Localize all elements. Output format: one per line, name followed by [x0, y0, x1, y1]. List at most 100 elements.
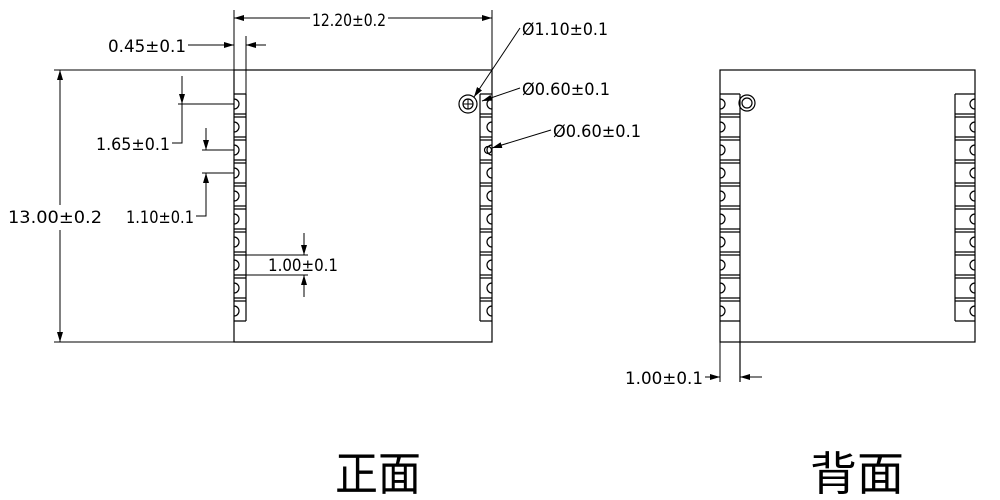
pad-outline [955, 162, 975, 184]
pad-outline [234, 208, 246, 230]
overall-height-label: 13.00±0.2 [8, 208, 102, 228]
castellated-pad [480, 254, 493, 276]
castellated-pad [233, 277, 246, 299]
half-hole-notch [486, 236, 493, 248]
half-hole-notch [969, 144, 976, 156]
pad-outline [234, 231, 246, 253]
pad-outline [720, 162, 740, 184]
pad-outline [955, 300, 975, 322]
front-left-pad-column [233, 93, 246, 322]
half-hole-notch [969, 213, 976, 225]
back-right-pad-column [955, 93, 976, 322]
castellated-pad [480, 93, 493, 115]
pad-depth-label: 1.00±0.1 [625, 369, 703, 389]
castellated-pad [719, 208, 740, 230]
back-view-label: 背面 [810, 447, 904, 500]
pitch-leader-line [196, 173, 209, 217]
pad-outline [234, 162, 246, 184]
pad-outline [720, 277, 740, 299]
half-hole-notch [969, 167, 976, 179]
castellated-pad [955, 116, 976, 138]
castellated-pad [719, 254, 740, 276]
pad-outline [955, 185, 975, 207]
half-hole-notch [233, 236, 240, 248]
half-hole-notch [233, 305, 240, 317]
castellated-pad [719, 300, 740, 322]
front-view-label: 正面 [335, 447, 421, 500]
half-hole-notch [233, 121, 240, 133]
half-hole-notch [969, 259, 976, 271]
pad-outline [955, 254, 975, 276]
pad-outline [480, 93, 492, 115]
castellated-pad [480, 185, 493, 207]
castellated-pad [719, 93, 740, 115]
castellated-pad [719, 231, 740, 253]
half-hole-notch [233, 190, 240, 202]
front-view: 12.20±0.2 13.00±0.2 0.45±0.1 1.65±0.1 1.… [8, 10, 641, 500]
pad-outline [720, 185, 740, 207]
half-hole-notch [233, 213, 240, 225]
half-hole-notch [486, 282, 493, 294]
castellated-pad [480, 300, 493, 322]
castellated-pad [955, 139, 976, 161]
pad-outline [480, 185, 492, 207]
half-hole-notch [969, 236, 976, 248]
back-left-pad-column [719, 93, 740, 322]
first-pad-leader-line [172, 104, 183, 144]
half-hole-notch [486, 144, 493, 156]
pad-outline [234, 185, 246, 207]
half-hole-notch [486, 213, 493, 225]
castellated-pad [719, 162, 740, 184]
pad-outline [480, 116, 492, 138]
half-hole-notch [719, 190, 726, 202]
castellated-pad [719, 116, 740, 138]
castellated-pad [955, 185, 976, 207]
pad-outline [234, 254, 246, 276]
half-hole-notch [486, 167, 493, 179]
pad-outline [955, 231, 975, 253]
pad-outline [720, 93, 740, 115]
pad-outline [720, 116, 740, 138]
half-hole-notch [486, 259, 493, 271]
pad-outline [720, 231, 740, 253]
pad-outline [955, 116, 975, 138]
pad-outline [480, 139, 492, 161]
castellated-pad [955, 231, 976, 253]
pad-outline [720, 208, 740, 230]
small-hole-a-leader-line [481, 87, 521, 102]
pad-width-label: 1.00±0.1 [268, 256, 338, 276]
half-hole-notch [233, 259, 240, 271]
pad-outline [480, 231, 492, 253]
pad-outline [955, 139, 975, 161]
castellated-pad [955, 208, 976, 230]
front-board-outline [233, 69, 493, 343]
castellated-pad [233, 208, 246, 230]
back-hole-symbol [738, 94, 756, 112]
half-hole-notch [719, 167, 726, 179]
castellated-pad [480, 116, 493, 138]
back-hole-inner-circle [741, 97, 753, 109]
castellated-pad [233, 162, 246, 184]
castellated-pad [480, 231, 493, 253]
front-right-pad-column [480, 93, 493, 322]
half-hole-notch [719, 98, 726, 110]
castellated-pad [233, 185, 246, 207]
pad-outline [480, 162, 492, 184]
half-hole-notch [719, 236, 726, 248]
castellated-pad [480, 277, 493, 299]
back-hole-outer-circle [738, 94, 756, 112]
half-hole-notch [719, 282, 726, 294]
large-hole-diameter-label: Ø1.10±0.1 [522, 20, 608, 40]
pad-outline [234, 93, 246, 115]
castellated-pad [719, 185, 740, 207]
half-hole-notch [233, 167, 240, 179]
half-hole-notch [969, 121, 976, 133]
pad-outline [234, 139, 246, 161]
pad-outline [955, 277, 975, 299]
castellated-pad [233, 139, 246, 161]
half-hole-notch [486, 121, 493, 133]
pad-outline [720, 300, 740, 322]
castellated-pad [233, 231, 246, 253]
pad-outline [480, 300, 492, 322]
